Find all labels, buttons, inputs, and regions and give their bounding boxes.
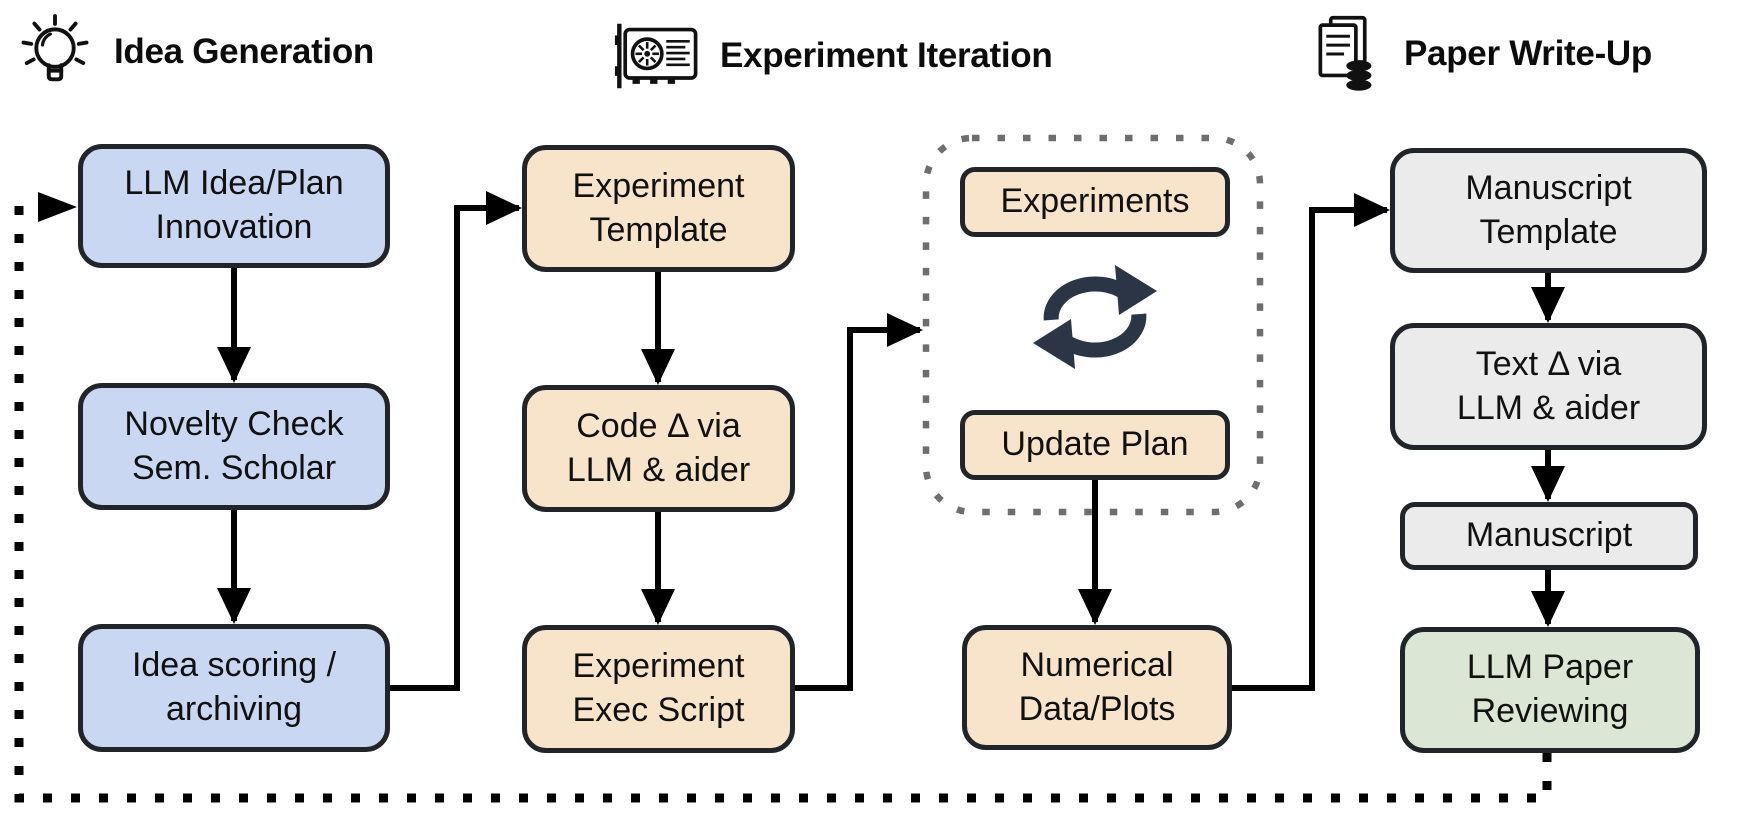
section-header-experiment-iteration: Experiment Iteration — [612, 16, 1053, 96]
box-manuscript: Manuscript — [1400, 502, 1698, 570]
connector-scoring-to-experiment-template — [390, 191, 522, 691]
box-experiment-exec-script: Experiment Exec Script — [522, 625, 795, 753]
section-title: Paper Write-Up — [1404, 34, 1652, 73]
paper-database-icon — [1318, 15, 1372, 91]
gpu-icon — [614, 23, 698, 89]
cycle-loop-icon — [1033, 265, 1157, 369]
connector-numerical-data-to-manuscript-template — [1232, 193, 1390, 691]
box-novelty-check-sem-scholar: Novelty Check Sem. Scholar — [78, 383, 390, 510]
box-numerical-data-plots: Numerical Data/Plots — [962, 625, 1232, 750]
box-llm-idea-plan-innovation: LLM Idea/Plan Innovation — [78, 144, 390, 268]
box-code-delta-llm-aider: Code Δ via LLM & aider — [522, 385, 795, 512]
box-idea-scoring-archiving: Idea scoring / archiving — [78, 624, 390, 752]
lightbulb-icon — [21, 14, 89, 82]
feedback-loop-arrowhead — [38, 192, 77, 222]
section-title: Idea Generation — [114, 32, 375, 71]
section-header-paper-write-up: Paper Write-Up — [1310, 10, 1652, 98]
box-manuscript-template: Manuscript Template — [1390, 148, 1707, 273]
box-update-plan: Update Plan — [960, 410, 1230, 480]
section-title: Experiment Iteration — [720, 36, 1053, 75]
box-experiments: Experiments — [960, 167, 1230, 237]
box-experiment-template: Experiment Template — [522, 145, 795, 272]
box-llm-paper-reviewing: LLM Paper Reviewing — [1400, 627, 1700, 753]
box-text-delta-llm-aider: Text Δ via LLM & aider — [1390, 323, 1707, 450]
connector-exec-script-to-loop — [795, 313, 923, 691]
section-header-idea-generation: Idea Generation — [16, 6, 374, 98]
